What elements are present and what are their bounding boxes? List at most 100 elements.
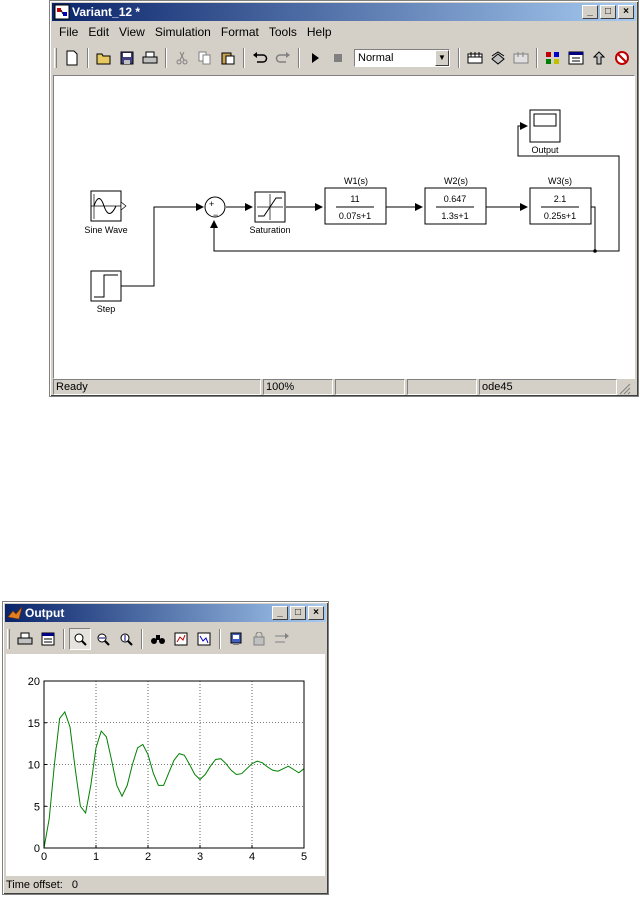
menubar: File Edit View Simulation Format Tools H… [54, 23, 337, 41]
undo-icon[interactable] [249, 47, 271, 69]
time-offset-row: Time offset: 0 [6, 878, 78, 892]
build-icon[interactable] [464, 47, 486, 69]
signal-selection-icon[interactable] [271, 628, 293, 650]
redo-icon[interactable] [272, 47, 294, 69]
simulation-mode-select[interactable]: Normal ▼ [354, 49, 450, 67]
status-solver: ode45 [479, 379, 617, 395]
resize-grip[interactable] [619, 379, 631, 395]
toolbar-separator [63, 629, 65, 649]
update-diagram-icon[interactable] [487, 47, 509, 69]
w3-transfer-fcn-block[interactable]: 2.1 0.25s+1 [529, 187, 592, 225]
stop-simulation-icon[interactable] [327, 47, 349, 69]
new-model-icon[interactable] [61, 47, 83, 69]
start-simulation-icon[interactable] [304, 47, 326, 69]
x-tick-label: 0 [41, 851, 47, 863]
w2-denominator: 1.3s+1 [441, 211, 468, 221]
chevron-down-icon[interactable]: ▼ [435, 50, 449, 66]
simulink-app-icon [54, 4, 70, 20]
restore-axes-icon[interactable] [193, 628, 215, 650]
x-tick-label: 4 [249, 851, 255, 863]
build-subsystem-icon[interactable] [510, 47, 532, 69]
w3-numerator: 2.1 [554, 194, 567, 204]
model-canvas[interactable]: Sine Wave Step + − Saturation [53, 75, 635, 379]
menu-view[interactable]: View [119, 25, 145, 39]
autoscale-binoculars-icon[interactable] [147, 628, 169, 650]
lock-axes-icon[interactable] [248, 628, 270, 650]
toolbar-grip [54, 48, 57, 68]
status-panel-empty [335, 379, 405, 395]
cut-icon[interactable] [171, 47, 193, 69]
scope-window-title: Output [25, 606, 65, 620]
simulink-window: Variant_12 * _ □ × File Edit View Simula… [49, 0, 639, 397]
toolbar-separator [165, 48, 167, 68]
minimize-button[interactable]: _ [272, 606, 288, 620]
debugger-icon[interactable] [611, 47, 633, 69]
output-scope-block[interactable] [529, 109, 561, 143]
zoom-x-icon[interactable] [92, 628, 114, 650]
sum-block[interactable]: + − [204, 196, 226, 220]
library-browser-icon[interactable] [542, 47, 564, 69]
scope-toolbar [6, 626, 293, 652]
toolbar-grip [7, 629, 10, 649]
menu-edit[interactable]: Edit [88, 25, 110, 39]
w1-denominator: 0.07s+1 [339, 211, 371, 221]
step-block[interactable] [90, 270, 122, 302]
open-folder-icon[interactable] [93, 47, 115, 69]
y-tick-label: 5 [34, 801, 40, 813]
w1-transfer-fcn-block[interactable]: 11 0.07s+1 [324, 187, 387, 225]
parameters-icon[interactable] [37, 628, 59, 650]
save-icon[interactable] [116, 47, 138, 69]
model-explorer-icon[interactable] [565, 47, 587, 69]
w2-transfer-fcn-block[interactable]: 0.647 1.3s+1 [424, 187, 487, 225]
status-panel-empty [407, 379, 477, 395]
maximize-button[interactable]: □ [600, 5, 616, 19]
save-axes-icon[interactable] [170, 628, 192, 650]
close-button[interactable]: × [618, 5, 634, 19]
menu-help[interactable]: Help [306, 25, 332, 39]
floating-scope-icon[interactable] [225, 628, 247, 650]
y-tick-label: 0 [34, 843, 40, 855]
simulink-titlebar[interactable]: Variant_12 * _ □ × [52, 3, 636, 21]
simulink-window-title: Variant_12 * [72, 5, 141, 19]
toolbar-separator [219, 629, 221, 649]
paste-icon[interactable] [217, 47, 239, 69]
saturation-label: Saturation [249, 225, 290, 235]
menu-format[interactable]: Format [220, 25, 259, 39]
time-offset-value: 0 [71, 879, 79, 891]
toolbar-separator [536, 48, 538, 68]
y-tick-label: 15 [28, 718, 40, 730]
zoom-icon[interactable] [69, 628, 91, 650]
sine-wave-label: Sine Wave [84, 225, 127, 235]
sum-plus-sign: + [209, 199, 214, 209]
saturation-block[interactable] [254, 191, 286, 223]
w3-denominator: 0.25s+1 [544, 211, 576, 221]
print-icon[interactable] [14, 628, 36, 650]
go-to-parent-icon[interactable] [588, 47, 610, 69]
copy-icon[interactable] [194, 47, 216, 69]
menu-file[interactable]: File [59, 25, 79, 39]
scope-titlebar[interactable]: Output _ □ × [5, 604, 326, 622]
minimize-button[interactable]: _ [582, 5, 598, 19]
statusbar: Ready 100% ode45 [53, 379, 635, 396]
step-label: Step [97, 304, 116, 314]
toolbar-separator [141, 629, 143, 649]
simulink-toolbar: Normal ▼ [53, 45, 633, 71]
w3-name: W3(s) [548, 176, 572, 186]
time-offset-label: Time offset: [6, 879, 63, 891]
maximize-button[interactable]: □ [290, 606, 306, 620]
zoom-y-icon[interactable] [115, 628, 137, 650]
menu-tools[interactable]: Tools [268, 25, 297, 39]
simulation-mode-value: Normal [358, 52, 394, 64]
sum-minus-sign: − [213, 210, 218, 220]
x-tick-label: 1 [93, 851, 99, 863]
menu-simulation[interactable]: Simulation [154, 25, 211, 39]
toolbar-separator [87, 48, 89, 68]
print-icon[interactable] [139, 47, 161, 69]
w2-name: W2(s) [444, 176, 468, 186]
status-zoom: 100% [263, 379, 333, 395]
sine-wave-block[interactable] [90, 190, 127, 222]
close-button[interactable]: × [308, 606, 324, 620]
